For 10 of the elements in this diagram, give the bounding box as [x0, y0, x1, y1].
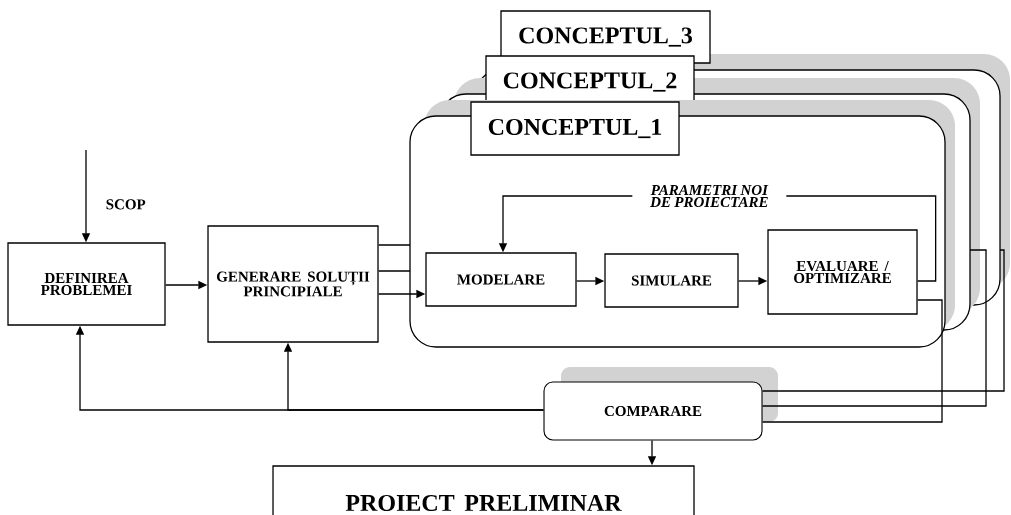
process-box: GENERARE SOLUȚII PRINCIPIALE	[207, 225, 379, 343]
process-box: EVALUARE / OPTIMIZARE	[767, 229, 918, 315]
edge-label: SCOP	[106, 199, 146, 210]
process-box: SIMULARE	[604, 253, 739, 308]
edge-label: PARAMETRI NOI DE PROIECTARE	[632, 182, 787, 210]
concept-tab: CONCEPTUL_1	[470, 101, 680, 156]
process-box: MODELARE	[425, 252, 577, 307]
process-box: PROIECT PRELIMINAR	[272, 465, 695, 515]
process-box: COMPARARE	[543, 367, 778, 441]
process-box: DEFINIREA PROBLEMEI	[7, 242, 166, 326]
